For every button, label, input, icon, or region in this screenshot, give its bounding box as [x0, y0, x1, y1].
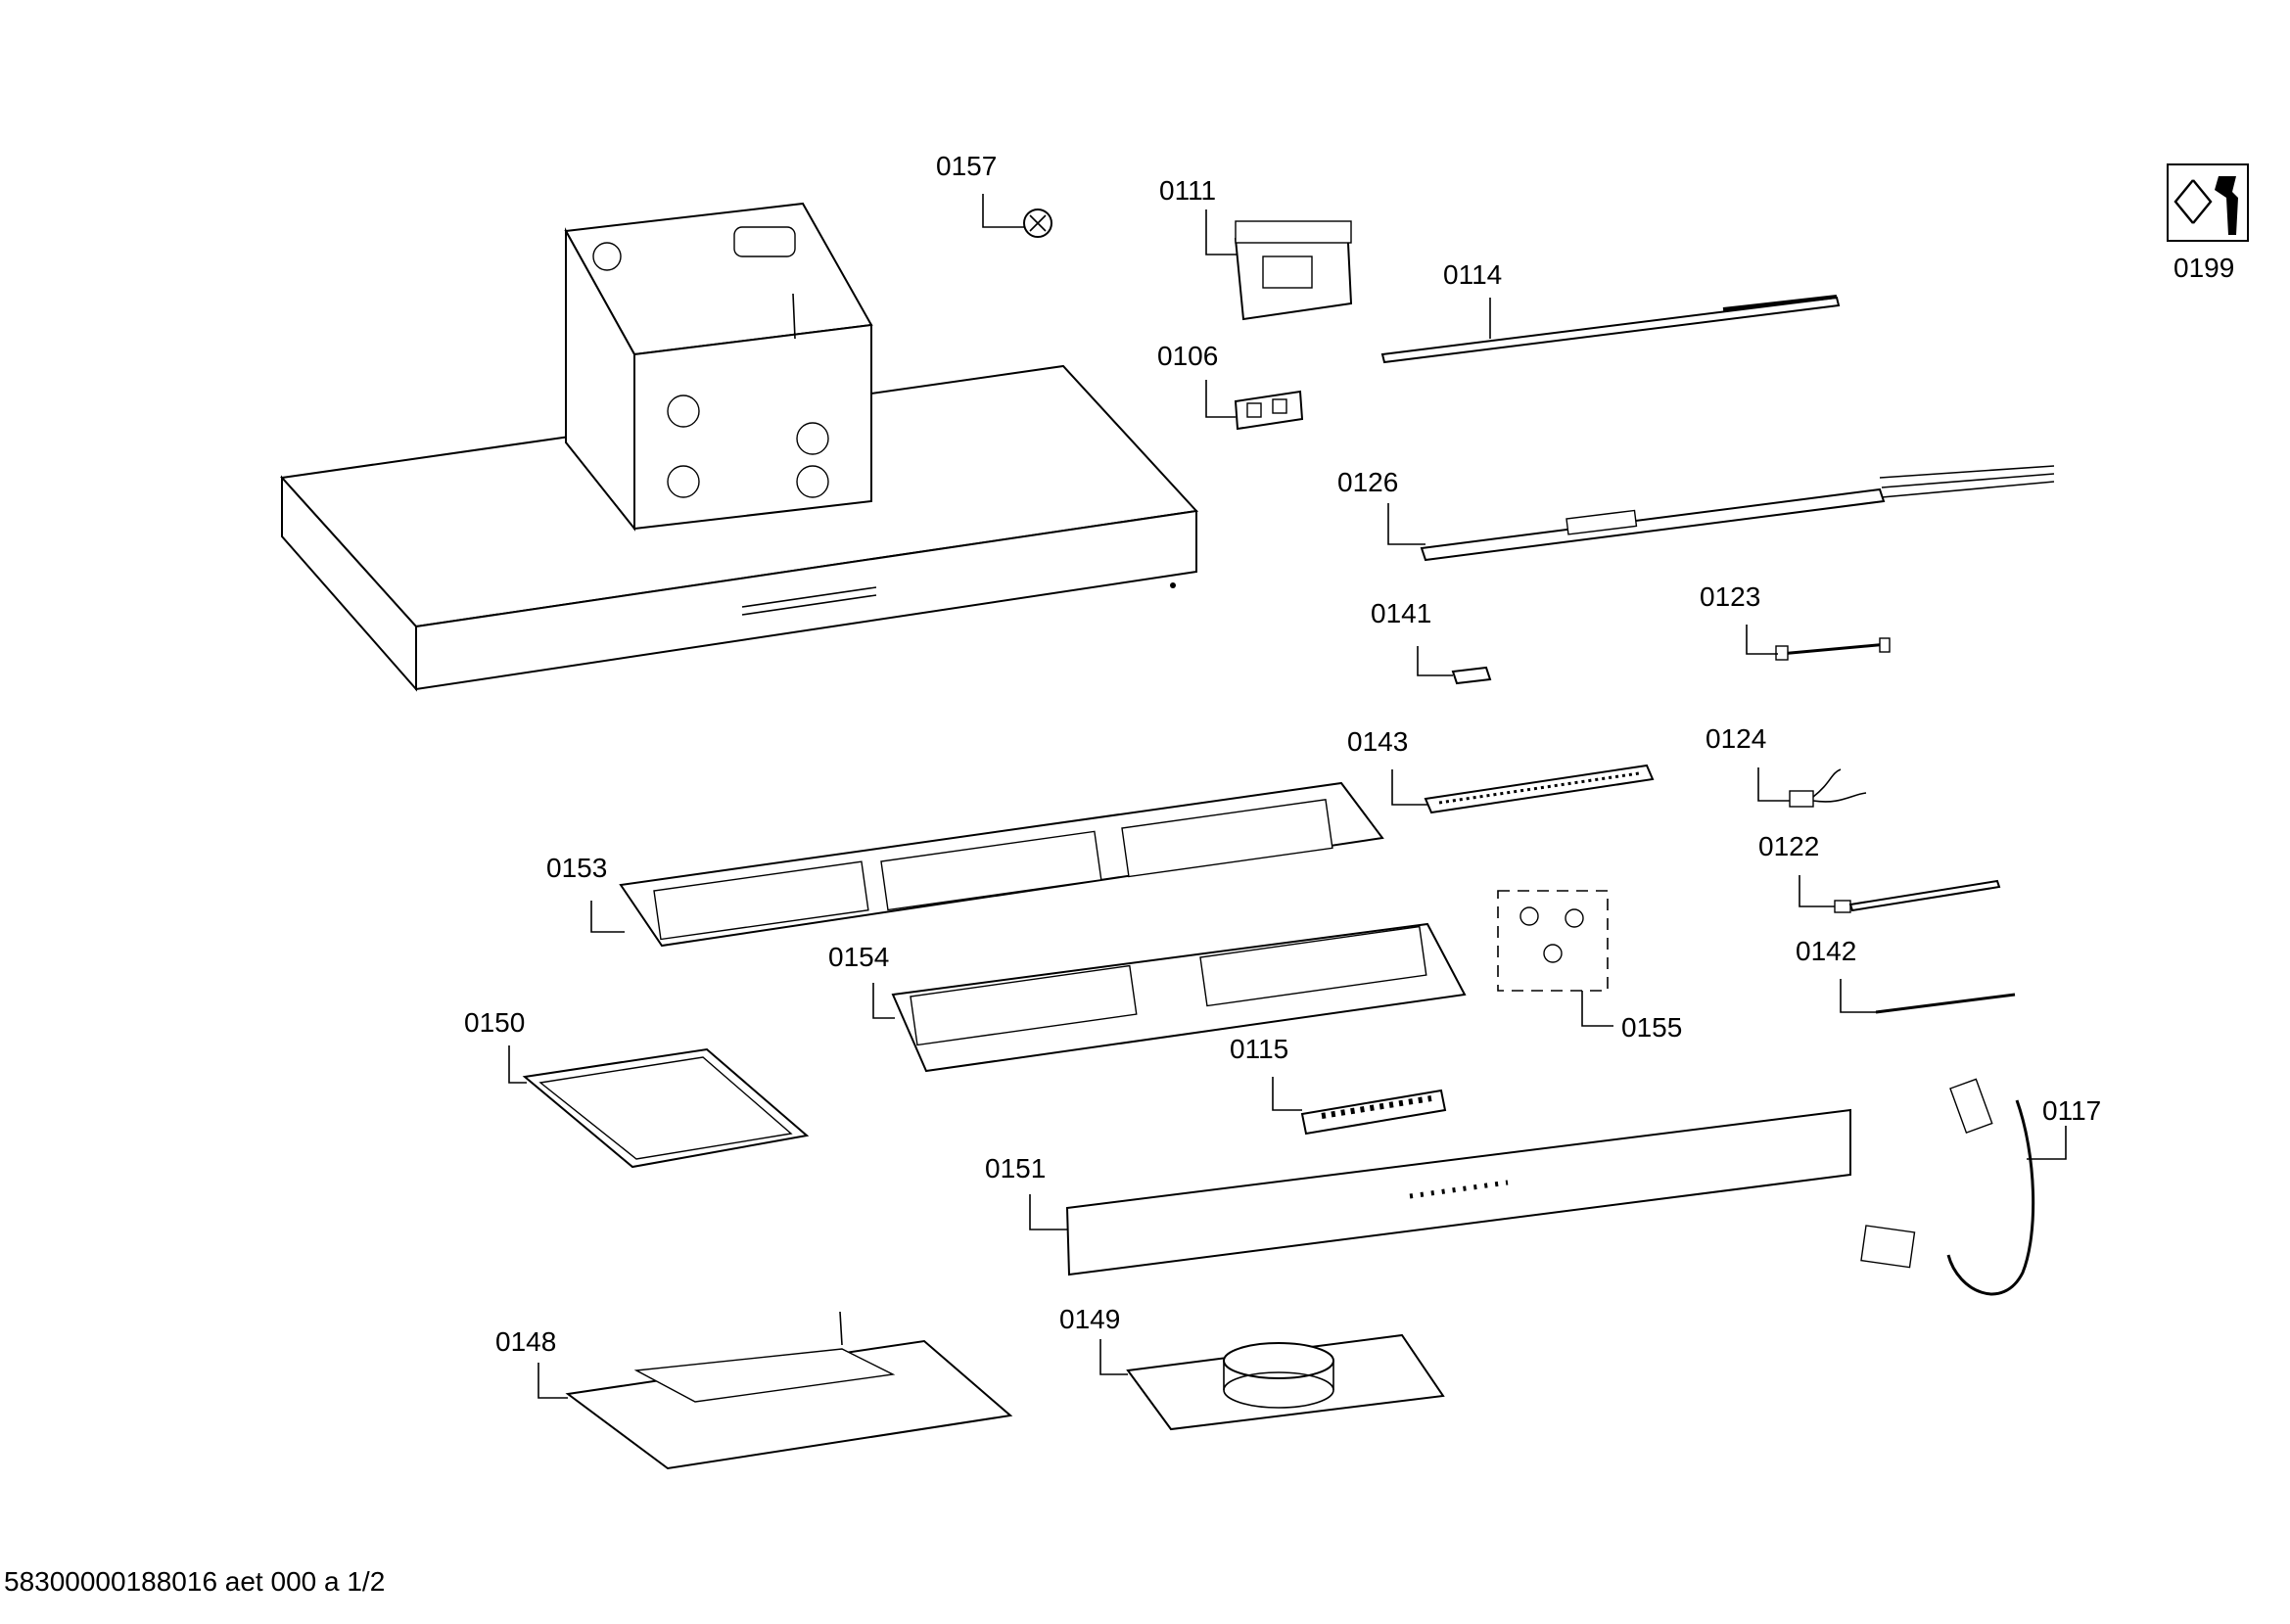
part-0114-rod [1380, 295, 1841, 364]
part-0155-screws [1497, 890, 1609, 992]
part-label-0155: 0155 [1621, 1012, 1683, 1043]
part-0148-bracket [565, 1311, 1013, 1470]
part-label-0115: 0115 [1230, 1034, 1289, 1064]
part-label-0149: 0149 [1059, 1304, 1121, 1334]
part-label-0148: 0148 [495, 1326, 557, 1357]
part-label-0151: 0151 [985, 1153, 1047, 1183]
part-0115-switch-block [1300, 1089, 1447, 1136]
part-label-0122: 0122 [1758, 831, 1820, 861]
part-label-0154: 0154 [828, 942, 890, 972]
part-label-0114: 0114 [1443, 259, 1503, 290]
part-label-0142: 0142 [1796, 936, 1857, 966]
part-label-0141: 0141 [1371, 598, 1432, 628]
part-0117-power-cord [1860, 1078, 2035, 1296]
part-0154-filter-frame [891, 922, 1467, 1073]
part-0149-duct-plate [1126, 1333, 1445, 1431]
part-label-0126: 0126 [1337, 467, 1399, 497]
motor-housing [564, 202, 873, 532]
part-0143-strip [1424, 764, 1655, 814]
part-label-0157: 0157 [936, 151, 998, 181]
part-label-0199: 0199 [2173, 253, 2235, 283]
part-0126-light-bar [1420, 465, 2055, 562]
part-0150-filter [522, 1047, 810, 1169]
part-0106-switch [1234, 390, 1304, 431]
part-label-0124: 0124 [1706, 723, 1767, 754]
part-0151-front-panel [1065, 1108, 1851, 1276]
part-label-0153: 0153 [546, 853, 608, 883]
part-0123-cable [1775, 637, 1891, 661]
part-0141-clip [1451, 666, 1492, 685]
wrench-nut-icon [2167, 163, 2249, 242]
part-label-0111: 0111 [1159, 175, 1217, 206]
part-0153-filter-frame [619, 781, 1384, 948]
part-0157-knob [1023, 209, 1052, 238]
part-label-0123: 0123 [1700, 581, 1761, 612]
part-label-0106: 0106 [1157, 341, 1219, 371]
part-0142-rod [1875, 993, 2016, 1014]
part-0122-lamp [1834, 879, 2001, 913]
leader-lines [508, 194, 2067, 1399]
part-label-0117: 0117 [2042, 1095, 2102, 1126]
part-0124-harness [1789, 768, 1867, 808]
part-label-0143: 0143 [1347, 726, 1409, 757]
part-0111-control-module [1234, 220, 1353, 321]
part-label-0150: 0150 [464, 1007, 526, 1038]
document-code: 58300000188016 aet 000 a 1/2 [4, 1566, 386, 1597]
